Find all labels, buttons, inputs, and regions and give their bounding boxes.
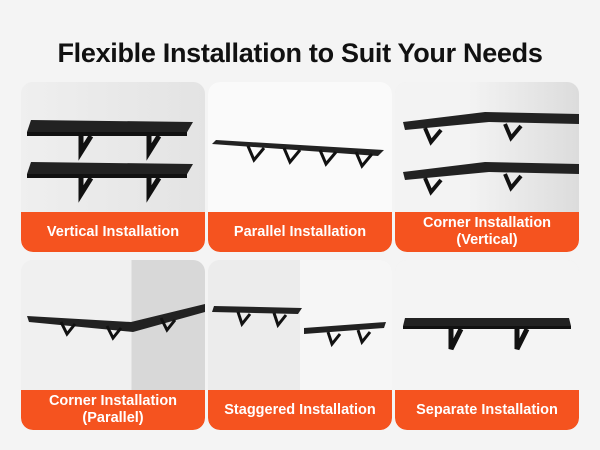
card-label: Separate Installation: [395, 390, 579, 430]
card-separate-installation: Separate Installation: [395, 260, 579, 430]
card-corner-installation-parallel: Corner Installation (Parallel): [21, 260, 205, 430]
shelf-image: [403, 112, 579, 196]
shelf-image: [212, 140, 384, 169]
shelf-image: [27, 304, 205, 341]
card-label: Vertical Installation: [21, 212, 205, 252]
card-label: Corner Installation (Parallel): [21, 390, 205, 430]
page-title: Flexible Installation to Suit Your Needs: [57, 38, 543, 68]
shelf-image: [27, 120, 193, 203]
card-vertical-installation: Vertical Installation: [21, 82, 205, 252]
card-label: Staggered Installation: [208, 390, 392, 430]
card-parallel-installation: Parallel Installation: [208, 82, 392, 252]
shelf-image: [403, 318, 571, 351]
shelf-image: [212, 306, 386, 348]
card-label: Parallel Installation: [208, 212, 392, 252]
card-staggered-installation: Staggered Installation: [208, 260, 392, 430]
card-label: Corner Installation (Vertical): [395, 212, 579, 252]
card-corner-installation-vertical: Corner Installation (Vertical): [395, 82, 579, 252]
